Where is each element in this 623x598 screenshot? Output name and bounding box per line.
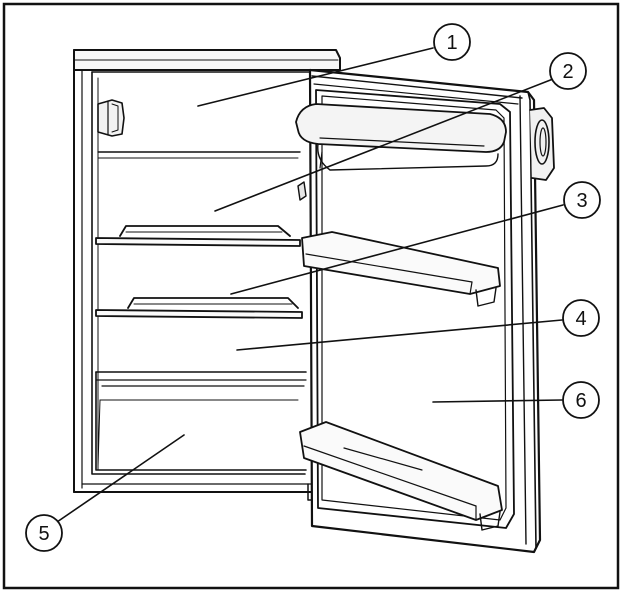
fridge-door [295,68,555,554]
callout-5-label: 5 [38,523,49,545]
leader-line-4 [236,319,563,351]
callout-6: 6 [562,381,600,419]
callout-5: 5 [25,514,63,552]
callout-2-label: 2 [562,61,573,83]
leader-line-1 [197,47,434,107]
leader-line-3 [230,204,564,295]
callout-6-label: 6 [575,390,586,412]
fridge-cabinet [73,49,341,501]
callouts: 1 2 3 4 5 6 [25,23,601,552]
callout-3: 3 [563,181,601,219]
leader-line-6 [432,399,563,403]
callout-2: 2 [549,52,587,90]
callout-3-label: 3 [576,190,587,212]
callout-4-label: 4 [575,308,586,330]
callout-1-label: 1 [446,32,457,54]
leader-lines [56,47,564,523]
leader-line-2 [214,78,554,212]
callout-4: 4 [562,299,600,337]
callout-1: 1 [433,23,471,61]
leader-line-5 [56,434,185,523]
